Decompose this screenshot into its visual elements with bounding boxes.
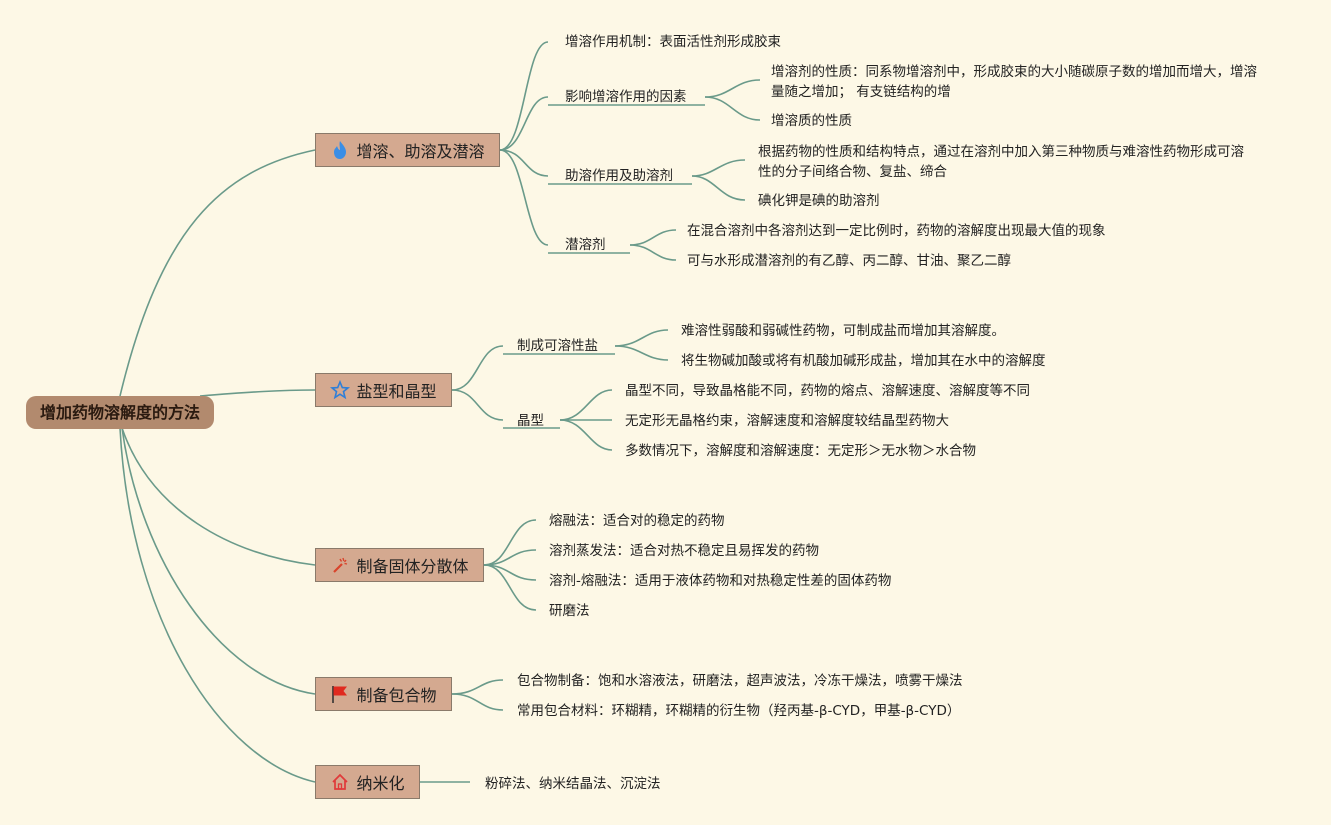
leaf-node[interactable]: 将生物碱加酸或将有机酸加碱形成盐，增加其在水中的溶解度 xyxy=(681,353,1046,369)
link-root-b2 xyxy=(121,427,316,566)
leaf-node[interactable]: 在混合溶剂中各溶剂达到一定比例时，药物的溶解度出现最大值的现象 xyxy=(687,223,1106,239)
subbranch-node[interactable]: 助溶作用及助溶剂 xyxy=(565,168,673,184)
branch-label: 纳米化 xyxy=(356,774,405,793)
link-root-b3 xyxy=(121,427,316,695)
link-root-b4 xyxy=(119,427,316,783)
branch-node-salt-crystal[interactable]: 盐型和晶型 xyxy=(315,373,452,407)
leaf-node[interactable]: 增溶剂的性质：同系物增溶剂中，形成胶束的大小随碳原子数的增加而增大，增溶量随之增… xyxy=(771,64,1257,100)
home-icon xyxy=(330,772,350,792)
branch-label: 制备包合物 xyxy=(356,686,437,705)
leaf-node[interactable]: 增溶作用机制：表面活性剂形成胶束 xyxy=(565,34,781,50)
subbranch-node[interactable]: 影响增溶作用的因素 xyxy=(565,89,687,105)
subbranch-node[interactable]: 制成可溶性盐 xyxy=(517,338,598,354)
leaf-node[interactable]: 溶剂-熔融法：适用于液体药物和对热稳定性差的固体药物 xyxy=(549,573,892,589)
leaf-node[interactable]: 熔融法：适合对的稳定的药物 xyxy=(549,513,725,529)
leaf-node[interactable]: 增溶质的性质 xyxy=(771,113,852,129)
leaf-node[interactable]: 常用包合材料：环糊精，环糊精的衍生物（羟丙基-β-CYD，甲基-β-CYD） xyxy=(517,703,961,719)
branch-node-solubilization[interactable]: 增溶、助溶及潜溶 xyxy=(315,133,500,167)
flame-icon xyxy=(330,140,350,160)
root-node[interactable]: 增加药物溶解度的方法 xyxy=(26,396,214,429)
branch-node-solid-dispersion[interactable]: 制备固体分散体 xyxy=(315,548,484,582)
link-root-b0 xyxy=(119,149,316,397)
subbranch-node[interactable]: 晶型 xyxy=(517,413,544,429)
leaf-node[interactable]: 无定形无晶格约束，溶解速度和溶解度较结晶型药物大 xyxy=(625,413,949,429)
link-root-b1 xyxy=(199,389,316,397)
leaf-node[interactable]: 晶型不同，导致晶格能不同，药物的熔点、溶解速度、溶解度等不同 xyxy=(625,383,1030,399)
leaf-node[interactable]: 包合物制备：饱和水溶液法，研磨法，超声波法，冷冻干燥法，喷雾干燥法 xyxy=(517,673,963,689)
subbranch-node[interactable]: 潜溶剂 xyxy=(565,237,606,253)
leaf-node[interactable]: 多数情况下，溶解度和溶解速度：无定形＞无水物＞水合物 xyxy=(625,443,976,459)
flag-icon xyxy=(330,684,350,704)
branch-node-inclusion-complex[interactable]: 制备包合物 xyxy=(315,677,452,711)
leaf-node[interactable]: 碘化钾是碘的助溶剂 xyxy=(758,193,880,209)
branch-label: 制备固体分散体 xyxy=(356,557,469,576)
star-icon xyxy=(330,380,351,400)
branch-label: 增溶、助溶及潜溶 xyxy=(356,142,485,161)
leaf-node[interactable]: 粉碎法、纳米结晶法、沉淀法 xyxy=(485,776,661,792)
branch-label: 盐型和晶型 xyxy=(356,382,437,401)
leaf-node[interactable]: 根据药物的性质和结构特点，通过在溶剂中加入第三种物质与难溶性药物形成可溶性的分子… xyxy=(758,144,1244,180)
branch-node-nanosizing[interactable]: 纳米化 xyxy=(315,765,420,799)
leaf-node[interactable]: 溶剂蒸发法：适合对热不稳定且易挥发的药物 xyxy=(549,543,819,559)
magic-wand-icon xyxy=(330,555,350,575)
leaf-node[interactable]: 可与水形成潜溶剂的有乙醇、丙二醇、甘油、聚乙二醇 xyxy=(687,253,1011,269)
leaf-node[interactable]: 研磨法 xyxy=(549,603,590,619)
leaf-node[interactable]: 难溶性弱酸和弱碱性药物，可制成盐而增加其溶解度。 xyxy=(681,323,1005,339)
